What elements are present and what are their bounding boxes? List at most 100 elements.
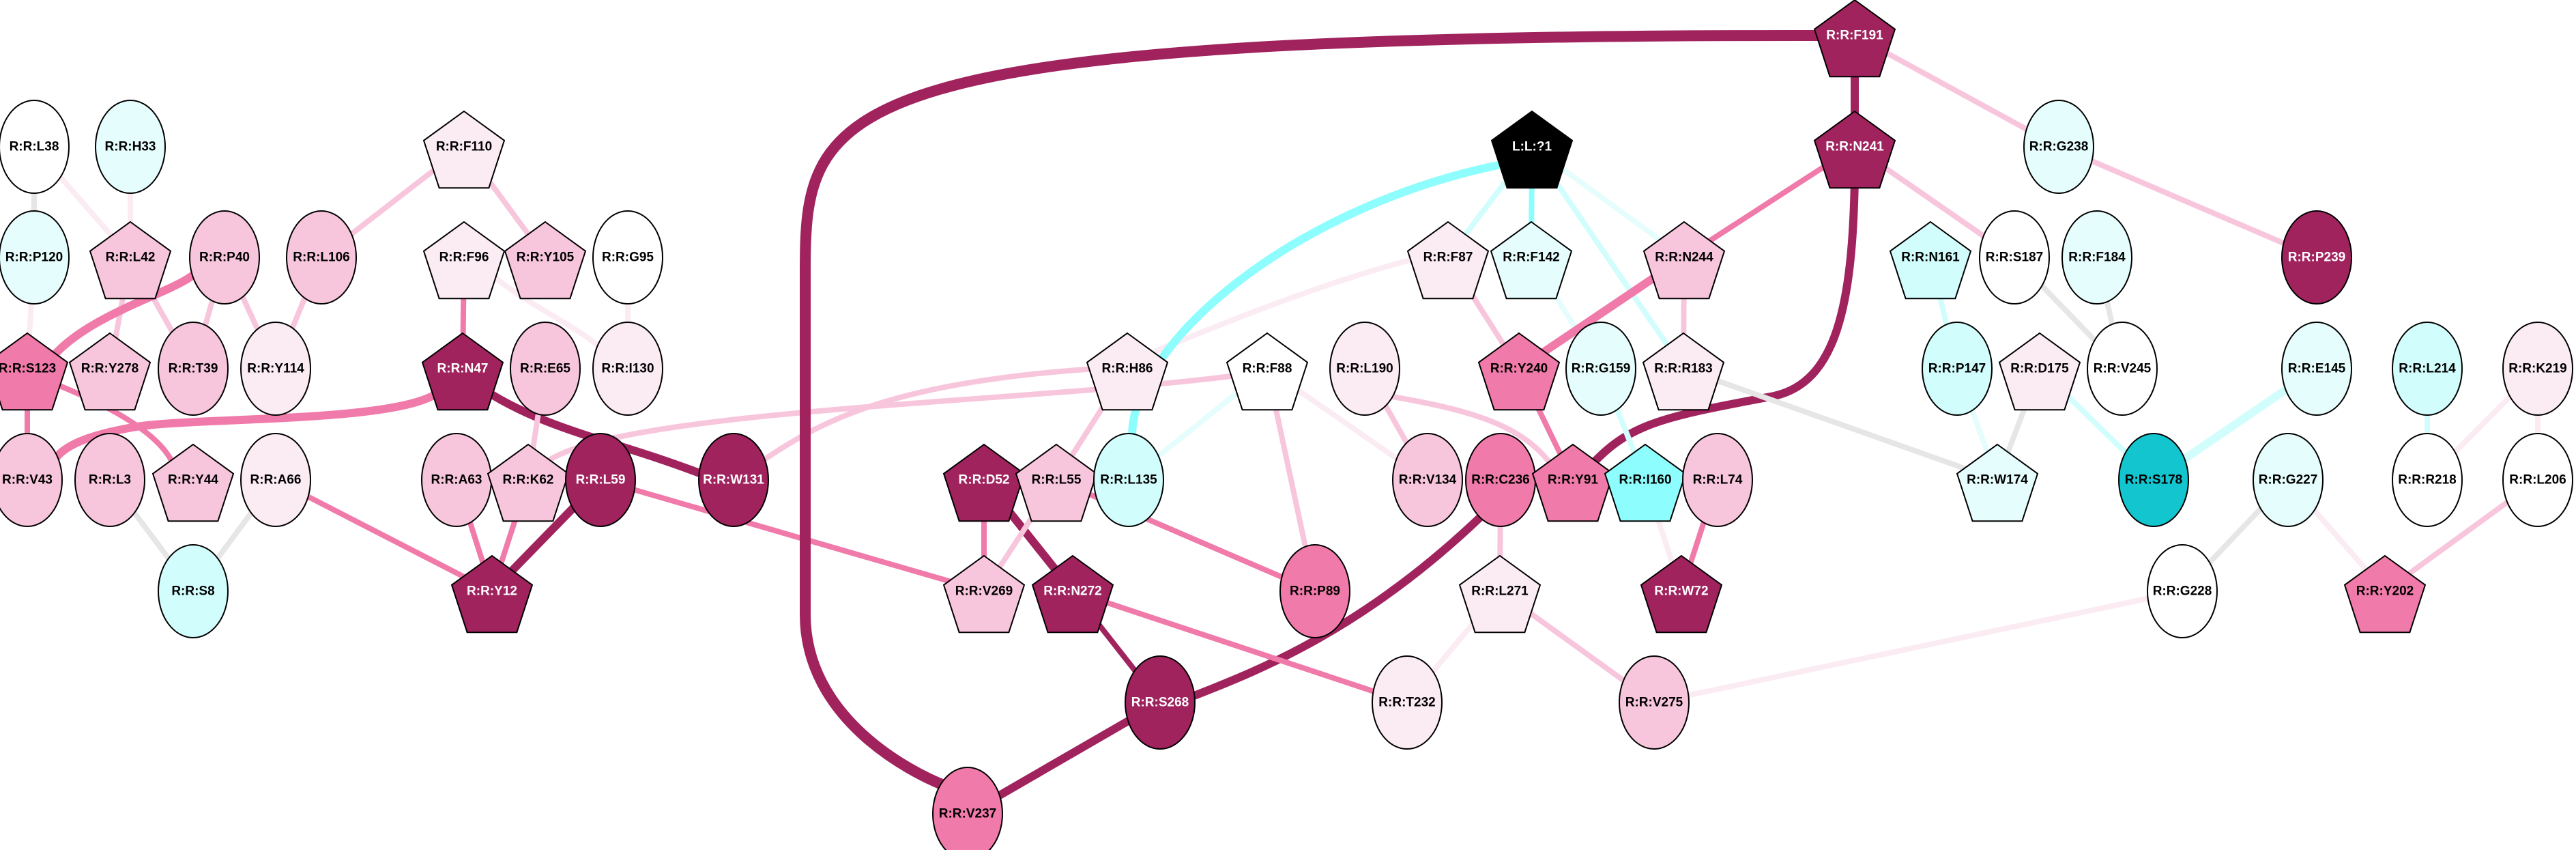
node-c236[interactable]: R:R:C236 (1465, 433, 1536, 527)
circle-node-shape[interactable] (932, 767, 1003, 850)
circle-node-shape[interactable] (0, 210, 70, 304)
node-r183[interactable]: R:R:R183 (1642, 332, 1725, 411)
node-p120[interactable]: R:R:P120 (0, 210, 70, 304)
pentagon-node-shape[interactable] (1604, 443, 1687, 522)
circle-node-shape[interactable] (1979, 210, 2050, 304)
circle-node-shape[interactable] (1329, 322, 1400, 416)
node-g159[interactable]: R:R:G159 (1565, 322, 1636, 416)
circle-node-shape[interactable] (1922, 322, 1993, 416)
circle-node-shape[interactable] (1372, 655, 1443, 750)
node-e145[interactable]: R:R:E145 (2281, 322, 2352, 416)
circle-node-shape[interactable] (240, 433, 311, 527)
circle-node-shape[interactable] (74, 433, 145, 527)
pentagon-node-shape[interactable] (1015, 443, 1098, 522)
node-i160[interactable]: R:R:I160 (1604, 443, 1687, 522)
circle-node-shape[interactable] (2392, 433, 2463, 527)
pentagon-node-shape[interactable] (89, 221, 172, 300)
pentagon-node-shape[interactable] (68, 332, 151, 411)
circle-node-shape[interactable] (592, 210, 663, 304)
pentagon-node-shape[interactable] (450, 554, 534, 634)
node-d52[interactable]: R:R:D52 (942, 443, 1026, 522)
circle-node-shape[interactable] (2281, 322, 2352, 416)
circle-node-shape[interactable] (510, 322, 581, 416)
node-y91[interactable]: R:R:Y91 (1531, 443, 1615, 522)
pentagon-node-shape[interactable] (1889, 221, 1972, 300)
node-l3[interactable]: R:R:L3 (74, 433, 145, 527)
node-v269[interactable]: R:R:V269 (942, 554, 1026, 634)
circle-node-shape[interactable] (1279, 544, 1350, 638)
node-y202[interactable]: R:R:Y202 (2343, 554, 2427, 634)
pentagon-node-shape[interactable] (1642, 332, 1725, 411)
pentagon-node-shape[interactable] (1031, 554, 1114, 634)
node-w72[interactable]: R:R:W72 (1640, 554, 1723, 634)
pentagon-node-shape[interactable] (1086, 332, 1169, 411)
node-y278[interactable]: R:R:Y278 (68, 332, 151, 411)
node-y105[interactable]: R:R:Y105 (504, 221, 587, 300)
circle-node-shape[interactable] (0, 433, 63, 527)
node-l1[interactable]: L:L:?1 (1490, 110, 1574, 189)
circle-node-shape[interactable] (2118, 433, 2189, 527)
node-v245[interactable]: R:R:V245 (2087, 322, 2158, 416)
node-e65[interactable]: R:R:E65 (510, 322, 581, 416)
node-f87[interactable]: R:R:F87 (1406, 221, 1490, 300)
circle-node-shape[interactable] (1565, 322, 1636, 416)
node-l38[interactable]: R:R:L38 (0, 100, 70, 194)
node-l59[interactable]: R:R:L59 (565, 433, 636, 527)
pentagon-node-shape[interactable] (1406, 221, 1490, 300)
circle-node-shape[interactable] (2502, 433, 2573, 527)
pentagon-node-shape[interactable] (1531, 443, 1615, 522)
node-s123[interactable]: R:R:S123 (0, 332, 69, 411)
circle-node-shape[interactable] (2392, 322, 2463, 416)
node-f88[interactable]: R:R:F88 (1226, 332, 1309, 411)
node-p239[interactable]: R:R:P239 (2281, 210, 2352, 304)
circle-node-shape[interactable] (1682, 433, 1753, 527)
pentagon-node-shape[interactable] (1226, 332, 1309, 411)
pentagon-node-shape[interactable] (1813, 110, 1896, 189)
node-f142[interactable]: R:R:F142 (1490, 221, 1573, 300)
node-l135[interactable]: R:R:L135 (1093, 433, 1164, 527)
node-n272[interactable]: R:R:N272 (1031, 554, 1114, 634)
node-s178[interactable]: R:R:S178 (2118, 433, 2189, 527)
pentagon-node-shape[interactable] (1642, 221, 1726, 300)
node-f96[interactable]: R:R:F96 (422, 221, 506, 300)
node-l55[interactable]: R:R:L55 (1015, 443, 1098, 522)
node-p147[interactable]: R:R:P147 (1922, 322, 1993, 416)
node-w174[interactable]: R:R:W174 (1956, 443, 2039, 522)
node-g238[interactable]: R:R:G238 (2023, 100, 2094, 194)
pentagon-node-shape[interactable] (0, 332, 69, 411)
circle-node-shape[interactable] (1392, 433, 1463, 527)
node-n241[interactable]: R:R:N241 (1813, 110, 1896, 189)
node-s187[interactable]: R:R:S187 (1979, 210, 2050, 304)
node-f191[interactable]: R:R:F191 (1813, 0, 1896, 78)
node-w131[interactable]: R:R:W131 (698, 433, 769, 527)
node-g228[interactable]: R:R:G228 (2147, 544, 2218, 638)
circle-node-shape[interactable] (158, 322, 229, 416)
node-a63[interactable]: R:R:A63 (421, 433, 492, 527)
circle-node-shape[interactable] (1125, 655, 1196, 750)
pentagon-node-shape[interactable] (1477, 332, 1561, 411)
circle-node-shape[interactable] (2502, 322, 2573, 416)
node-g227[interactable]: R:R:G227 (2253, 433, 2324, 527)
pentagon-node-shape[interactable] (1956, 443, 2039, 522)
circle-node-shape[interactable] (2087, 322, 2158, 416)
pentagon-node-shape[interactable] (151, 443, 235, 522)
node-l106[interactable]: R:R:L106 (286, 210, 357, 304)
pentagon-node-shape[interactable] (942, 554, 1026, 634)
node-l214[interactable]: R:R:L214 (2392, 322, 2463, 416)
circle-node-shape[interactable] (565, 433, 636, 527)
node-h86[interactable]: R:R:H86 (1086, 332, 1169, 411)
pentagon-node-shape[interactable] (2343, 554, 2427, 634)
circle-node-shape[interactable] (592, 322, 663, 416)
node-a66[interactable]: R:R:A66 (240, 433, 311, 527)
node-n161[interactable]: R:R:N161 (1889, 221, 1972, 300)
circle-node-shape[interactable] (1093, 433, 1164, 527)
pentagon-node-shape[interactable] (1458, 554, 1542, 634)
circle-node-shape[interactable] (0, 100, 70, 194)
circle-node-shape[interactable] (95, 100, 166, 194)
circle-node-shape[interactable] (2147, 544, 2218, 638)
node-v43[interactable]: R:R:V43 (0, 433, 63, 527)
node-y44[interactable]: R:R:Y44 (151, 443, 235, 522)
pentagon-node-shape[interactable] (422, 110, 506, 189)
node-l42[interactable]: R:R:L42 (89, 221, 172, 300)
node-p40[interactable]: R:R:P40 (189, 210, 260, 304)
